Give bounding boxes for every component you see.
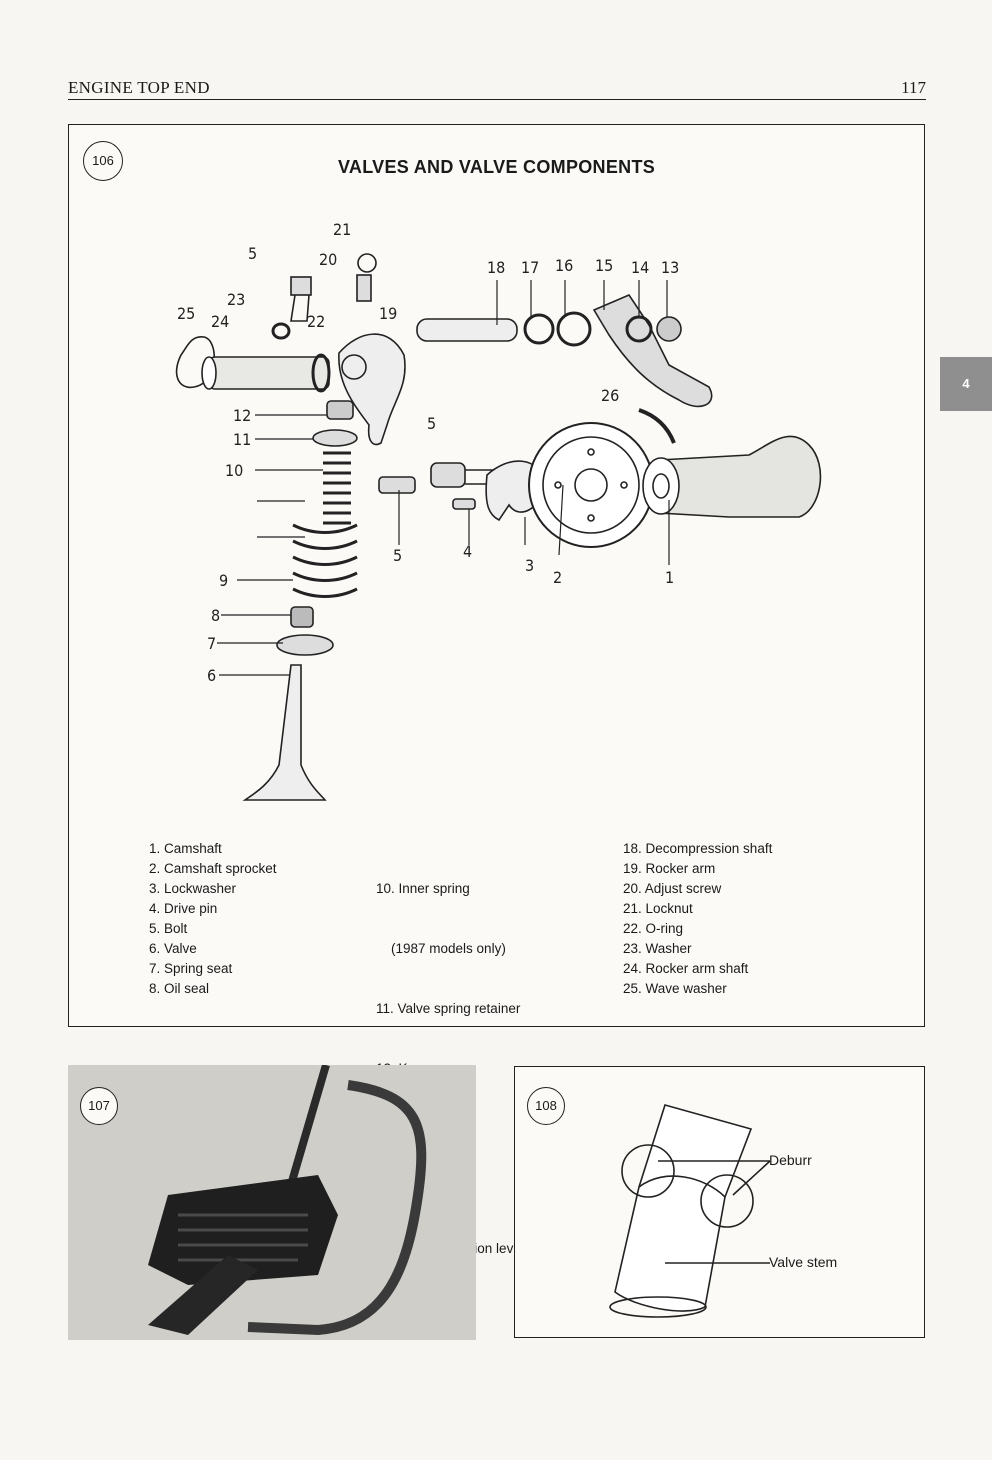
valve-stem-label: Valve stem — [769, 1254, 838, 1270]
callout-10: 10 — [225, 461, 243, 480]
figure-number-106: 106 — [83, 141, 123, 181]
callout-13: 13 — [661, 258, 679, 277]
legend-item: 6. Valve — [149, 941, 197, 956]
callout-23: 23 — [227, 290, 245, 309]
legend-item: 24. Rocker arm shaft — [623, 961, 749, 976]
callout-labels: 1 2 3 4 5 5 5 6 7 8 9 10 11 12 13 14 15 … — [177, 220, 679, 685]
legend-item: 22. O-ring — [623, 921, 684, 936]
legend-item: 2. Camshaft sprocket — [149, 861, 277, 876]
figure-number-108: 108 — [527, 1087, 565, 1125]
callout-26: 26 — [601, 386, 619, 405]
spring-seat-part — [276, 634, 334, 656]
rocker-arm-shaft-part — [208, 356, 330, 390]
rocker-arm-part — [338, 333, 406, 446]
camshaft-part — [658, 435, 822, 518]
drive-pin-part — [452, 498, 476, 510]
legend-item: 10. Inner spring — [376, 881, 470, 896]
callout-4: 4 — [463, 542, 472, 561]
callout-20: 20 — [319, 250, 337, 269]
callout-5a: 5 — [248, 244, 257, 263]
callout-21: 21 — [333, 220, 351, 239]
keepers-part — [326, 400, 354, 420]
legend-item: 4. Drive pin — [149, 901, 218, 916]
callout-16: 16 — [555, 256, 573, 275]
decompression-shaft-part — [416, 318, 518, 342]
callout-9: 9 — [219, 571, 228, 590]
decompression-lever-part — [592, 294, 713, 408]
callout-12: 12 — [233, 406, 251, 425]
legend-item: 3. Lockwasher — [149, 881, 237, 896]
figure-108-box: 108 Deburr Valve stem — [514, 1066, 925, 1338]
bolt-part — [290, 276, 312, 296]
callout-1: 1 — [665, 568, 674, 587]
callout-14: 14 — [631, 258, 649, 277]
valve-part — [242, 664, 327, 801]
header-rule — [68, 99, 926, 100]
legend-item: 21. Locknut — [623, 901, 693, 916]
retainer-part — [312, 429, 358, 447]
o-ring-part — [311, 353, 331, 393]
figure-title: VALVES AND VALVE COMPONENTS — [337, 157, 656, 177]
callout-2: 2 — [553, 568, 562, 587]
legend-item: 5. Bolt — [149, 921, 188, 936]
outer-spring-part — [292, 523, 358, 598]
callout-17: 17 — [521, 258, 539, 277]
legend-item: 25. Wave washer — [623, 981, 727, 996]
legend-column-1: 1. Camshaft 2. Camshaft sprocket 3. Lock… — [149, 839, 277, 999]
legend-item: 23. Washer — [623, 941, 692, 956]
figure-107-photo: 107 — [68, 1065, 476, 1340]
valve-spring-compressor-photo — [68, 1065, 476, 1340]
legend-item: 7. Spring seat — [149, 961, 233, 976]
legend-column-3: 18. Decompression shaft 19. Rocker arm 2… — [623, 839, 772, 999]
callout-24: 24 — [211, 312, 229, 331]
callout-11: 11 — [233, 430, 251, 449]
callout-7: 7 — [207, 634, 216, 653]
callout-22: 22 — [307, 312, 325, 331]
legend-item: 1. Camshaft — [149, 841, 222, 856]
callout-25: 25 — [177, 304, 195, 323]
running-header-section: ENGINE TOP END — [68, 78, 210, 97]
washer-part — [271, 322, 291, 340]
callout-18: 18 — [487, 258, 505, 277]
legend-item: 20. Adjust screw — [623, 881, 722, 896]
callout-6: 6 — [207, 666, 216, 685]
valve-stem-deburr-diagram — [609, 1104, 771, 1318]
legend-item: 11. Valve spring retainer — [376, 1001, 521, 1016]
callout-15: 15 — [595, 256, 613, 275]
callout-5c: 5 — [393, 546, 402, 565]
legend-item: 18. Decompression shaft — [623, 841, 773, 856]
callout-5b: 5 — [427, 414, 436, 433]
legend-item: 8. Oil seal — [149, 981, 210, 996]
chapter-tab[interactable]: 4 — [940, 357, 992, 411]
callout-3: 3 — [525, 556, 534, 575]
spring-part — [556, 311, 592, 347]
figure-106-box: 106 VALVES AND VALVE COMPONENTS — [68, 124, 925, 1316]
callout-19: 19 — [379, 304, 397, 323]
adjust-screw-part — [356, 274, 372, 302]
oil-seal-part — [290, 606, 314, 628]
legend-item: 19. Rocker arm — [623, 861, 716, 876]
deburr-label: Deburr — [769, 1152, 812, 1168]
page-number: 117 — [901, 78, 926, 97]
inner-spring-part — [323, 451, 351, 525]
camshaft-sprocket-part — [528, 422, 654, 548]
callout-8: 8 — [211, 606, 220, 625]
legend-item: (1987 models only) — [376, 941, 506, 956]
figure-number-107: 107 — [80, 1087, 118, 1125]
exploded-valve-diagram: 1 2 3 4 5 5 5 6 7 8 9 10 11 12 13 14 15 … — [175, 220, 822, 801]
